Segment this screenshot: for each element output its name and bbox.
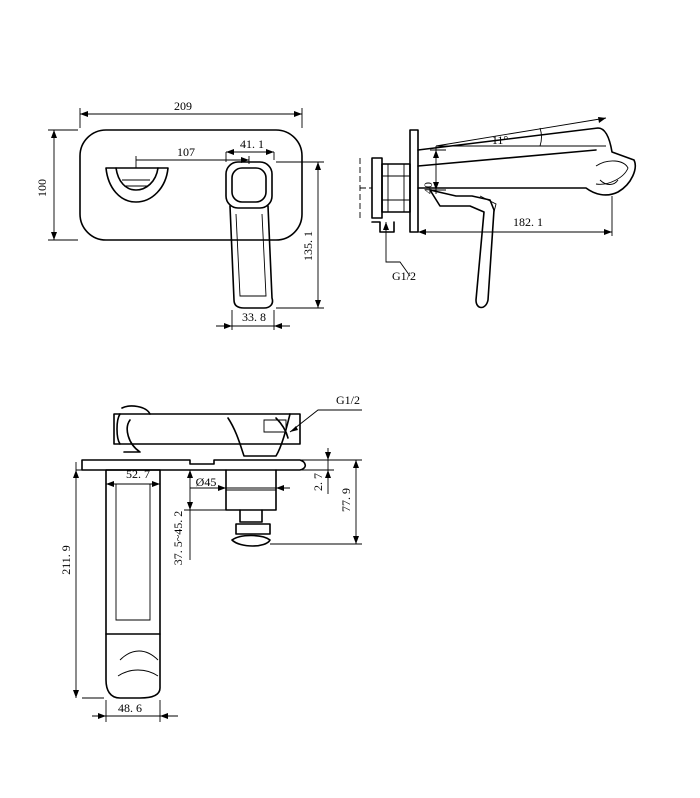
front-view: 209 100 107 41. 1 33. 8 135. 1 [35,99,324,330]
dim-107-label: 107 [177,145,195,159]
bottom-view: 52. 7 Ø45 37. 5~45. 2 2. 7 77. 9 211. 9 … [59,393,362,722]
spout [417,127,636,196]
wall-plate [79,129,303,241]
dim-11-deg-label: 11° [492,133,509,147]
side-handle [429,189,495,309]
dim-41-1-label: 41. 1 [240,137,264,151]
dim-40-label: 40 [421,182,435,194]
dim-77-9-label: 77. 9 [339,488,353,512]
dim-135-1-label: 135. 1 [301,231,315,261]
bottom-spout [105,469,161,699]
dim-37-5-45-2-label: 37. 5~45. 2 [171,511,185,566]
valve-body [113,413,301,445]
thread-side-label: G1/2 [392,269,416,283]
dim-100-label: 100 [35,179,49,197]
dim-dia-45-label: Ø45 [196,475,217,489]
dim-33-8-label: 33. 8 [242,310,266,324]
handle-knob [225,161,273,209]
dim-2-7-label: 2. 7 [311,473,325,491]
side-view: 11° 40 182. 1 G1/2 [359,117,636,309]
bottom-wall-plate [81,459,307,471]
dim-52-7-label: 52. 7 [126,467,150,481]
dim-48-6-label: 48. 6 [118,701,142,715]
side-wall-plate [409,129,419,233]
dim-209-label: 209 [174,99,192,113]
thread-bottom-label: G1/2 [336,393,360,407]
handle-lever [229,205,274,309]
spout-opening [105,167,169,203]
dim-182-1-label: 182. 1 [513,215,543,229]
dim-211-9-label: 211. 9 [59,545,73,575]
